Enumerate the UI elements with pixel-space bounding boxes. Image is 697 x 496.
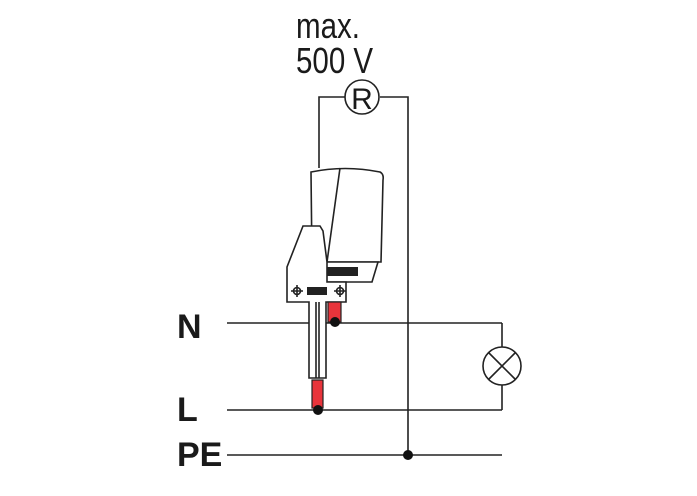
meter-wire: [318, 96, 409, 455]
label-n: N: [177, 308, 202, 346]
resistance-meter-symbol: [344, 79, 380, 115]
label-l: L: [177, 391, 198, 429]
insulation-tester-device: [286, 167, 384, 409]
device-logo: [322, 267, 358, 276]
l-contact-dot: [313, 405, 323, 415]
meter-label: R: [351, 83, 373, 116]
label-pe: PE: [177, 436, 222, 474]
pe-junction-dot: [403, 450, 413, 460]
voltage-line1: max.: [296, 5, 360, 45]
voltage-line2: 500 V: [296, 40, 373, 80]
lamp-icon: [482, 346, 522, 386]
lower-probe-tip: [311, 379, 324, 409]
n-contact-dot: [330, 317, 340, 327]
